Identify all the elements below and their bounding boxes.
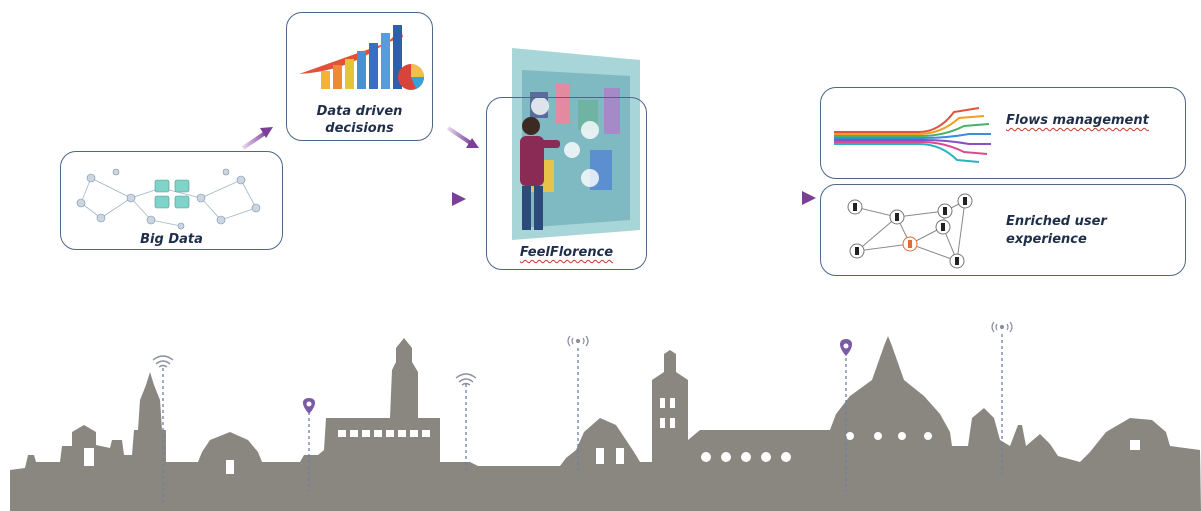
social-network-icon bbox=[847, 193, 973, 269]
skyline-silhouette bbox=[10, 336, 1201, 511]
feelflorence-node: FeelFlorence bbox=[486, 97, 647, 270]
big-data-node: Big Data bbox=[60, 151, 283, 250]
enriched-user-experience-label: Enriched user experience bbox=[1006, 214, 1107, 247]
sensor-lines bbox=[162, 334, 1003, 505]
signal-icon bbox=[991, 321, 1013, 333]
enriched-user-experience-node: Enriched user experience bbox=[820, 184, 1186, 276]
flows-management-node: Flows management bbox=[820, 87, 1186, 179]
skyline-windows bbox=[84, 398, 1140, 474]
feelflorence-label-text: FeelFlorence bbox=[519, 245, 614, 260]
wifi-icon bbox=[455, 373, 477, 386]
location-pin-icon bbox=[302, 398, 316, 414]
arrow-bigdata-to-decisions bbox=[241, 127, 273, 150]
growth-chart-icon bbox=[299, 25, 424, 90]
data-driven-decisions-node: Data driven decisions bbox=[286, 12, 433, 141]
flows-management-label-text: Flows management bbox=[1006, 113, 1149, 128]
arrow-decisions-to-feelflorence bbox=[446, 126, 479, 148]
signal-icon bbox=[567, 335, 589, 347]
wifi-icon bbox=[152, 355, 174, 368]
flow-lines-icon bbox=[834, 107, 991, 163]
feelflorence-label: FeelFlorence bbox=[487, 245, 646, 260]
network-graph-icon bbox=[76, 168, 261, 230]
data-driven-decisions-label: Data driven decisions bbox=[316, 104, 403, 136]
arrow-feelflorence-to-outcomes bbox=[685, 191, 816, 205]
big-data-label: Big Data bbox=[140, 232, 203, 247]
location-pin-icon bbox=[839, 339, 853, 356]
flows-management-label: Flows management bbox=[1006, 113, 1149, 128]
arrow-bigdata-to-feelflorence bbox=[330, 192, 466, 206]
